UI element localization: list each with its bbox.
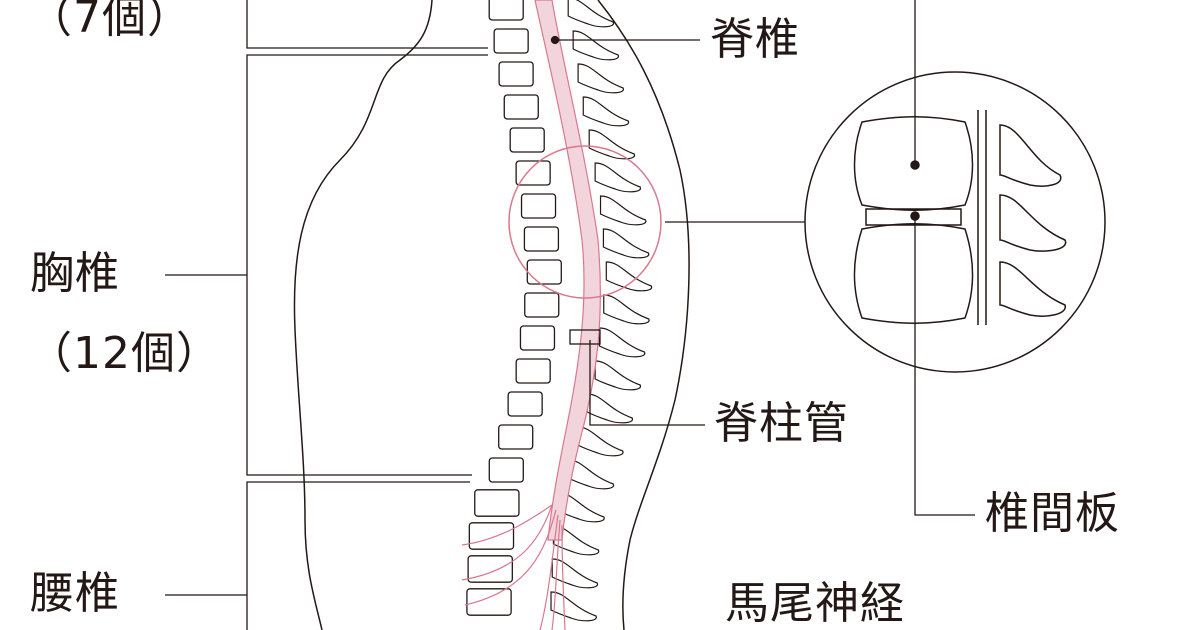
vertebra-body	[519, 325, 556, 351]
spinous-process	[567, 0, 614, 28]
spine-label: 脊椎	[710, 14, 800, 65]
spinal-canal-label: 脊柱管	[714, 398, 849, 449]
disc-detail	[865, 208, 962, 226]
disc-detail-view	[804, 71, 1106, 373]
vertebra-body	[468, 522, 515, 550]
spinous-process	[582, 96, 630, 127]
body-front-outline	[293, 0, 433, 630]
vertebra-body	[466, 588, 512, 616]
vertebra-body	[467, 555, 513, 583]
spinous-process	[603, 294, 650, 325]
spinous-process	[602, 228, 650, 259]
spinous-process	[552, 525, 600, 556]
spinous-process	[586, 393, 633, 424]
vertebra-body	[507, 391, 543, 417]
thoracic-count-label: （12個）	[28, 328, 221, 379]
cauda-equina-label: 馬尾神経	[725, 578, 905, 629]
body-back-outline	[597, 0, 690, 630]
vertebra-body	[493, 28, 529, 54]
intervertebral-disc-label: 椎間板	[985, 488, 1120, 539]
spinous-process	[605, 261, 653, 292]
vertebra-body	[515, 358, 551, 384]
spinous-process	[577, 426, 624, 457]
spinous-process	[550, 591, 597, 622]
vertebra-body	[523, 226, 560, 252]
vertebra-body	[526, 259, 562, 285]
vertebra-body	[488, 457, 524, 483]
bracket-lines	[165, 0, 975, 630]
vertebra-body	[474, 489, 520, 517]
spinous-process	[599, 195, 647, 226]
thoracic-label: 胸椎	[30, 248, 120, 299]
lumbar-label: 腰椎	[30, 568, 120, 619]
spinous-process	[594, 162, 641, 193]
spinous-process	[551, 558, 599, 589]
lower-vertebra-body	[853, 223, 974, 324]
spinous-process	[588, 129, 635, 160]
vertebra-body	[509, 127, 545, 153]
vertebra-body	[515, 160, 551, 186]
vertebra-body	[524, 292, 560, 318]
vertebrae-group	[466, 0, 653, 622]
vertebra-body	[498, 424, 534, 450]
magnifier-circle	[508, 145, 662, 299]
cervical-count-label: （7個）	[28, 0, 192, 43]
vertebra-body	[498, 61, 534, 87]
vertebra-body	[488, 0, 524, 21]
spinous-process	[577, 63, 624, 94]
spinous-process	[572, 30, 619, 61]
vertebra-body	[520, 193, 557, 219]
spinous-process	[598, 327, 646, 358]
cauda-equina-nerves	[461, 504, 566, 630]
spinous-process	[567, 459, 615, 490]
spinous-process	[594, 360, 641, 391]
vertebra-body	[503, 94, 539, 120]
upper-vertebra-body	[853, 116, 974, 211]
